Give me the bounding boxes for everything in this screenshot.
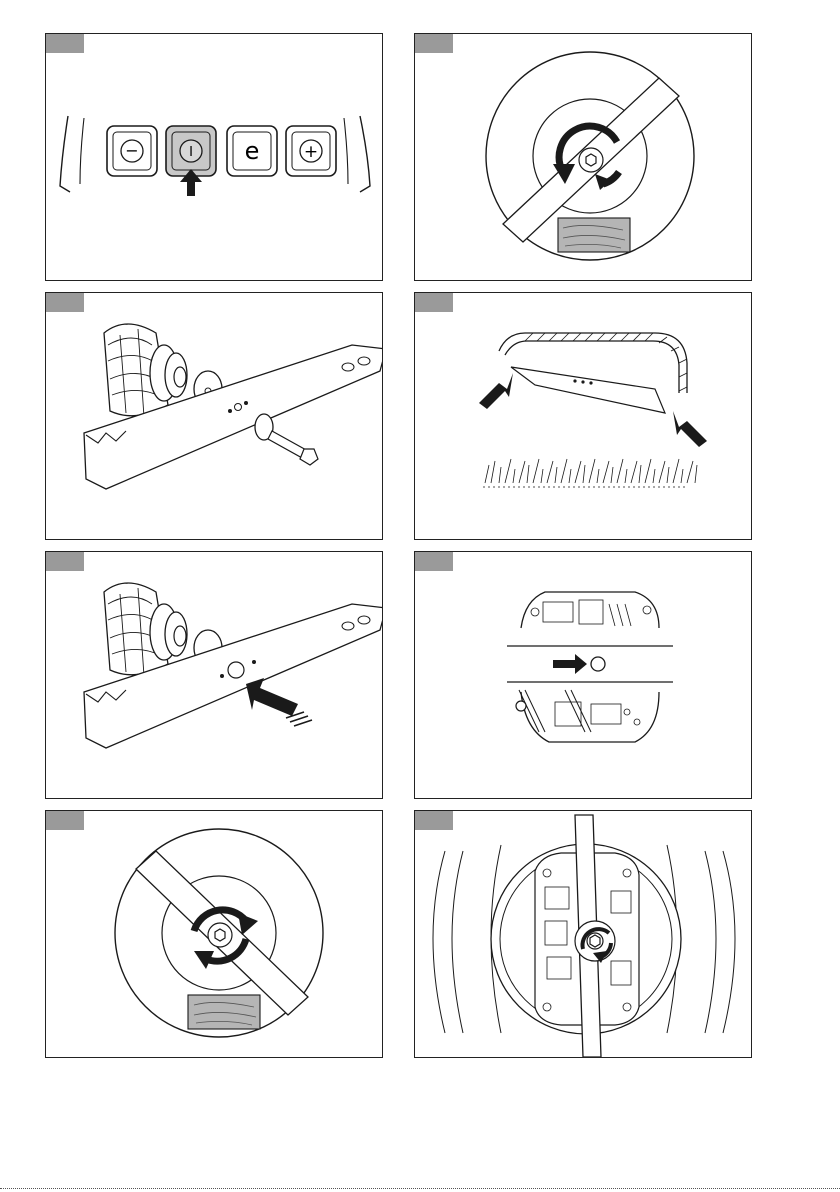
power-button[interactable]: I — [166, 126, 216, 176]
arrow-push-icon — [246, 678, 298, 716]
fit-blade-illustration — [46, 552, 383, 799]
arrow-right-icon — [553, 654, 587, 674]
blade-hole-illustration — [415, 552, 752, 799]
tighten-bolt-illustration — [46, 811, 383, 1058]
grass-icon — [483, 459, 697, 487]
minus-button[interactable]: − — [107, 126, 157, 176]
plus-icon: + — [304, 142, 318, 162]
wood-block-icon — [558, 218, 630, 252]
arrow-left-icon — [479, 373, 513, 409]
eco-button[interactable]: e — [227, 126, 277, 176]
panel-3 — [45, 292, 383, 540]
minus-icon: − — [125, 141, 138, 160]
wood-block-icon — [188, 995, 260, 1029]
button-panel-illustration: − I e + — [46, 34, 383, 281]
panel-6 — [414, 551, 752, 799]
panel-2 — [414, 33, 752, 281]
panel-1: − I e + — [45, 33, 383, 281]
arrow-right-icon — [673, 411, 707, 447]
rotate-blade-illustration — [415, 811, 752, 1058]
plus-button[interactable]: + — [286, 126, 336, 176]
panel-8 — [414, 810, 752, 1058]
loosen-bolt-illustration — [415, 34, 752, 281]
panel-7 — [45, 810, 383, 1058]
eco-icon: e — [245, 137, 260, 165]
power-icon: I — [189, 145, 193, 160]
panel-4 — [414, 292, 752, 540]
panel-5 — [45, 551, 383, 799]
blade-orientation-illustration — [415, 293, 752, 540]
blade-exploded-illustration — [46, 293, 383, 540]
page-footer-line — [0, 1188, 840, 1189]
